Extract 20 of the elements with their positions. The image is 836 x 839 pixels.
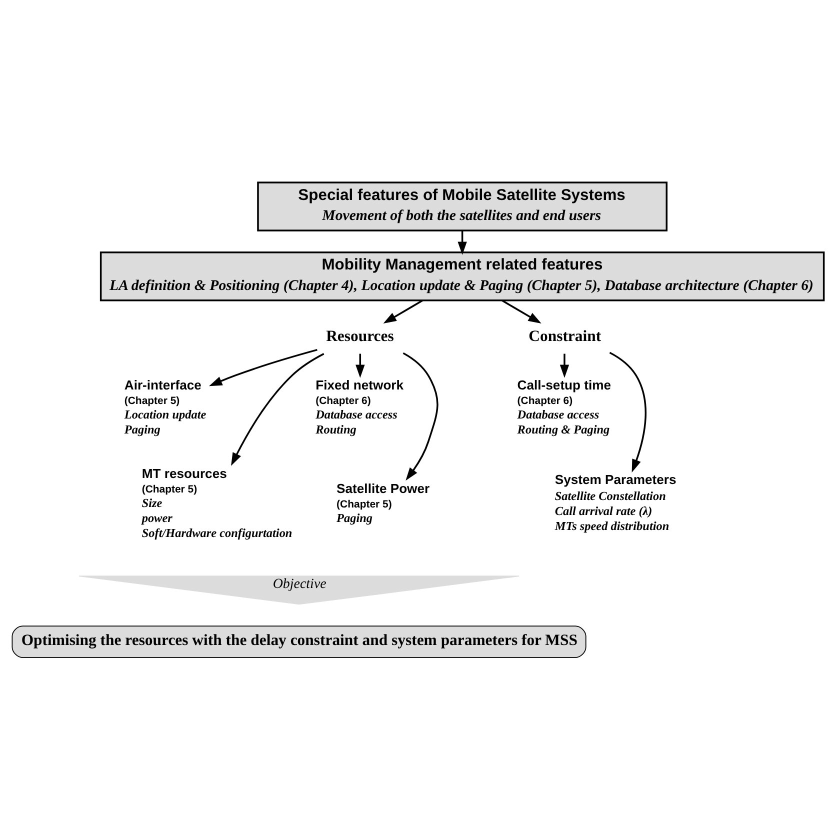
node-text: Call-setup time (Chapter 6) Database access Routing & Paging xyxy=(517,376,612,436)
arrow xyxy=(383,299,423,324)
node-text: Constraint xyxy=(528,327,602,344)
arrow xyxy=(502,299,542,324)
node-box: Mobility Management related features LA definition & Positioning (Chapter 4), Location update & Paging (Chapter 5), Database architecture (Chapter 6) xyxy=(100,250,825,301)
node-text: Air-interface (Chapter 5) Location update Paging xyxy=(124,376,206,436)
node-text: Fixed network (Chapter 6) Database access Routing xyxy=(316,376,404,436)
node-text: MT resources (Chapter 5) Size power Soft/Hardware configurtation xyxy=(142,466,292,540)
node-text: System Parameters Satellite Constellation Call arrival rate (λ) MTs speed distribution xyxy=(554,472,676,532)
arrow xyxy=(209,348,318,386)
node-box: Optimising the resources with the delay constraint and system parameters for MSS xyxy=(12,625,586,658)
node-text: Resources xyxy=(326,327,394,344)
arrow xyxy=(609,351,646,472)
arrow xyxy=(356,353,365,378)
node-text: Satellite Power (Chapter 5) Paging xyxy=(336,480,430,524)
arrow xyxy=(402,352,438,480)
node-box: Special features of Mobile Satellite Systems Movement of both the satellites and end users xyxy=(257,181,668,231)
arrow xyxy=(231,352,324,466)
arrow xyxy=(458,230,467,254)
arrow xyxy=(560,353,570,378)
